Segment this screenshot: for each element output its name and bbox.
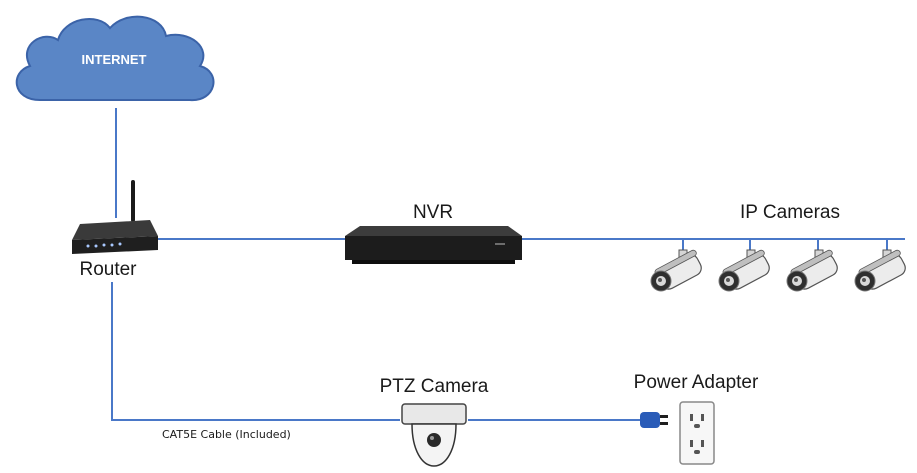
ptz-camera-label: PTZ Camera bbox=[380, 376, 489, 397]
ip-camera-4 bbox=[854, 249, 906, 292]
ip-camera-1 bbox=[650, 249, 702, 292]
router-ptz-link bbox=[111, 282, 400, 421]
nvr-top bbox=[345, 226, 522, 236]
nvr-status-led bbox=[495, 243, 505, 245]
ip-camera-group bbox=[650, 249, 906, 292]
power-adapter-device: Power Adapter bbox=[634, 372, 759, 465]
ip-camera-2 bbox=[718, 249, 770, 292]
nvr-front bbox=[345, 236, 522, 260]
nvr-label: NVR bbox=[413, 202, 453, 223]
internet-label: INTERNET bbox=[82, 52, 147, 67]
nvr-shadow bbox=[352, 260, 515, 264]
router-leds bbox=[86, 242, 122, 248]
router-label: Router bbox=[79, 259, 137, 280]
ip-cameras-label: IP Cameras bbox=[740, 202, 840, 223]
ip-camera-3 bbox=[786, 249, 838, 292]
nvr-device: NVR bbox=[345, 202, 522, 264]
router-device: Router bbox=[72, 180, 158, 280]
power-plug bbox=[640, 412, 660, 428]
power-adapter-label: Power Adapter bbox=[634, 372, 759, 393]
ptz-lens bbox=[427, 433, 441, 447]
ptz-mount bbox=[401, 403, 467, 425]
connection-lines bbox=[111, 108, 905, 421]
ptz-camera-device: PTZ Camera bbox=[380, 376, 489, 467]
internet-cloud: INTERNET bbox=[15, 15, 215, 102]
wall-outlet bbox=[679, 401, 715, 465]
cable-label: CAT5E Cable (Included) bbox=[162, 428, 291, 441]
router-top bbox=[72, 220, 158, 240]
router-front bbox=[72, 236, 158, 254]
outlet-sockets bbox=[690, 414, 704, 454]
cloud-icon bbox=[15, 15, 215, 102]
